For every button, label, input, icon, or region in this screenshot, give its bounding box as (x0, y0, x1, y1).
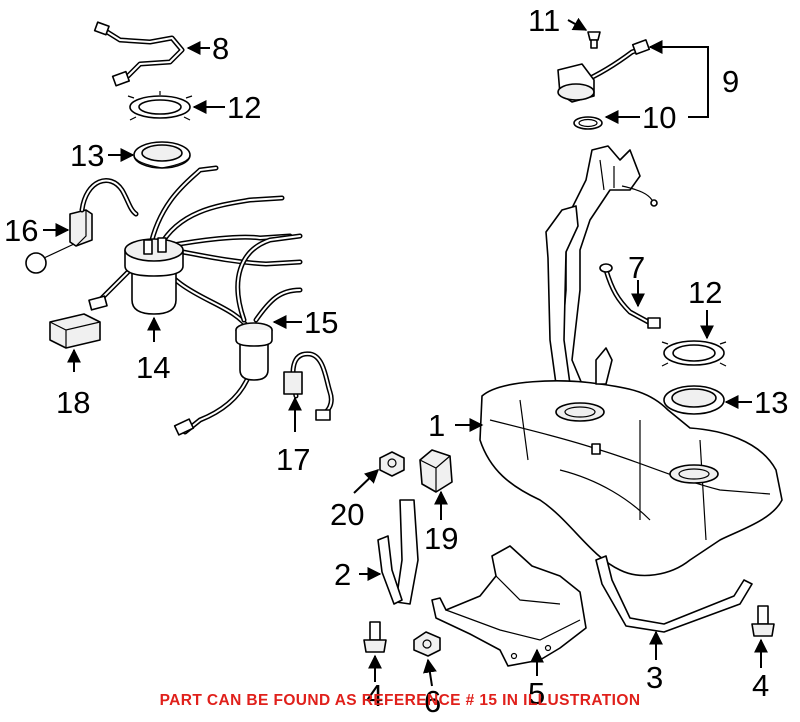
filler-neck-pipe (545, 145, 658, 385)
part-8-harness (93, 21, 185, 87)
part-1-fuel-tank (479, 347, 783, 577)
callout-3: 3 (646, 660, 663, 695)
part-2-tank-strap (377, 499, 419, 605)
part-16-level-sender (25, 178, 139, 274)
callout-12-left: 12 (227, 90, 261, 125)
part-13-seal-right (663, 385, 725, 415)
callout-13-left: 13 (70, 138, 104, 173)
callout-15: 15 (304, 305, 338, 340)
callout-4-right: 4 (752, 668, 769, 703)
callout-20: 20 (330, 497, 364, 532)
part-4-bolt-right (751, 605, 775, 637)
callout-numbers: 8 12 13 16 14 15 18 17 11 9 10 7 12 13 1… (4, 3, 788, 719)
reference-caption: PART CAN BE FOUND AS REFERENCE # 15 IN I… (159, 692, 641, 709)
part-17-harness (283, 351, 334, 421)
callout-14: 14 (136, 350, 170, 385)
part-4-bolt-left (363, 621, 387, 653)
part-11-clip (587, 31, 601, 49)
callout-4-left: 4 (366, 678, 383, 713)
callout-16: 16 (4, 213, 38, 248)
part-7-vent-pipe (599, 263, 661, 329)
part-20-nut (379, 451, 405, 477)
callout-13-right: 13 (754, 385, 788, 420)
part-13-seal-left (133, 141, 191, 169)
callout-19: 19 (424, 521, 458, 556)
callout-17: 17 (276, 442, 310, 477)
callout-5: 5 (528, 676, 545, 711)
part-19-bracket-block (419, 449, 453, 493)
callout-1: 1 (428, 408, 445, 443)
part-5-heat-shield (431, 545, 587, 667)
part-14-fuel-pump-module (88, 165, 303, 436)
callout-2: 2 (334, 557, 351, 592)
part-15-suction-pump (235, 233, 303, 381)
callout-12-right: 12 (688, 275, 722, 310)
callout-9: 9 (722, 64, 739, 99)
part-3-strap (595, 555, 753, 633)
part-12-lock-ring-right (661, 340, 727, 367)
callout-18: 18 (56, 385, 90, 420)
callout-7: 7 (628, 250, 645, 285)
leader-lines (43, 17, 768, 687)
callout-8: 8 (212, 31, 229, 66)
part-18-control-module (49, 313, 101, 349)
part-9-filler-cap (557, 39, 651, 103)
part-10-gasket (573, 116, 603, 130)
callout-11: 11 (528, 3, 560, 38)
callout-6: 6 (424, 684, 441, 719)
part-6-nut (413, 631, 441, 657)
part-12-lock-ring-left (127, 91, 193, 121)
callout-10: 10 (642, 100, 676, 135)
